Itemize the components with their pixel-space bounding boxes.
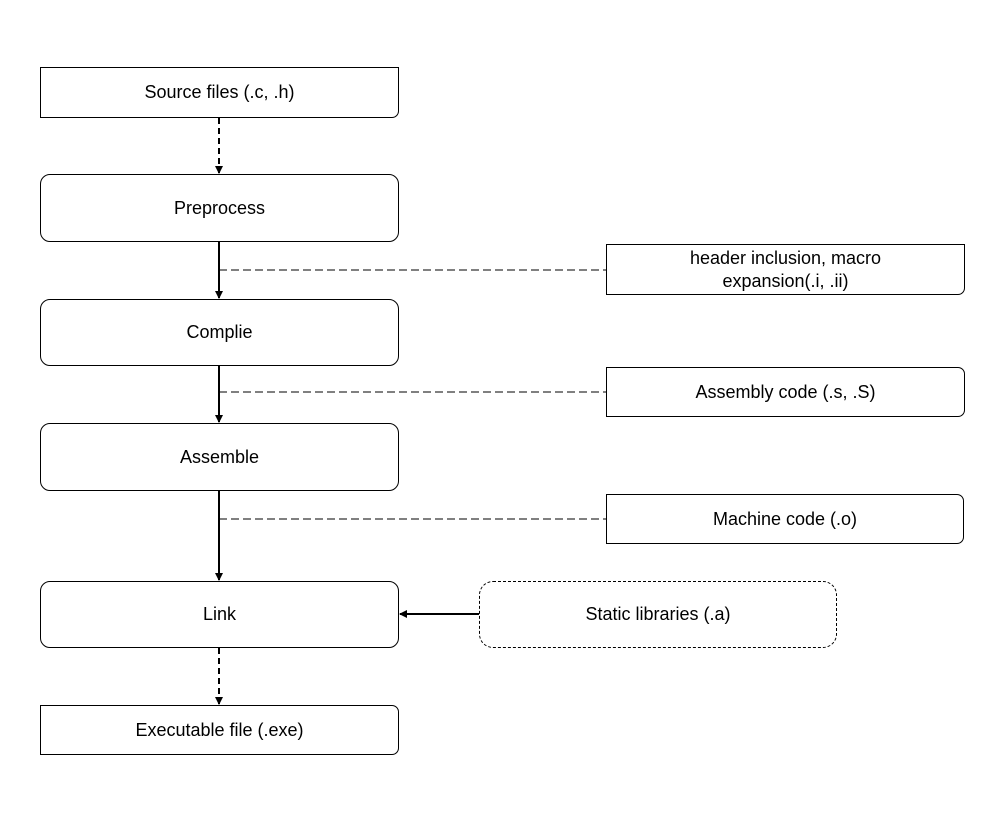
preprocess-label: Preprocess: [173, 197, 266, 218]
header-inclusion-line-1: header inclusion, macro: [689, 247, 882, 268]
link-label: Link: [202, 604, 237, 624]
machine-code-label: Machine code (.o): [712, 508, 858, 529]
source-files-label: Source files (.c, .h): [144, 82, 295, 102]
link-node: Link: [40, 581, 399, 648]
assembly-code-node: Assembly code (.s, .S): [606, 367, 965, 417]
static-libraries-label: Static libraries (.a): [585, 604, 731, 624]
machine-code-node: Machine code (.o): [606, 494, 964, 544]
header-inclusion-text: header inclusion, macro expansion(.i, .i…: [690, 247, 881, 293]
compile-node: Complie: [40, 299, 399, 366]
executable-file-node: Executable file (.exe): [40, 705, 399, 755]
preprocess-node: Preprocess: [40, 174, 399, 242]
assemble-node: Assemble: [40, 423, 399, 491]
source-files-node: Source files (.c, .h): [40, 67, 399, 118]
header-inclusion-line-2: expansion(.i, .ii): [722, 270, 849, 291]
static-libraries-node: Static libraries (.a): [479, 581, 837, 648]
header-inclusion-node: header inclusion, macro expansion(.i, .i…: [606, 244, 965, 295]
executable-file-label: Executable file (.exe): [135, 719, 304, 740]
assembly-code-label: Assembly code (.s, .S): [695, 381, 876, 402]
assemble-label: Assemble: [179, 446, 260, 467]
compile-label: Complie: [186, 322, 253, 342]
